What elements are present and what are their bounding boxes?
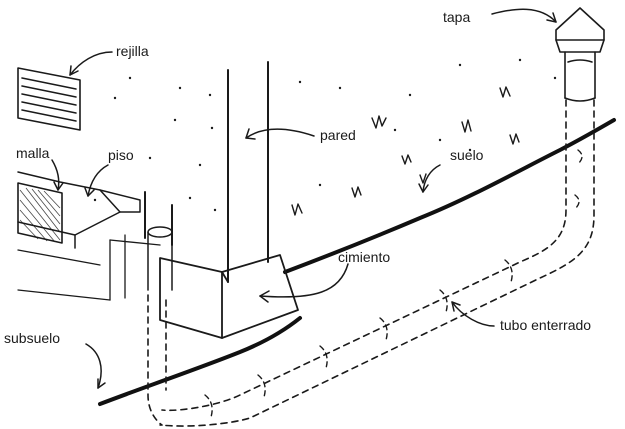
floor-slab: [17, 171, 141, 249]
arrow-rejilla: [69, 51, 113, 76]
label-tapa: tapa: [443, 9, 470, 25]
subsoil-ground-line: [98, 316, 302, 406]
arrow-piso: [87, 164, 109, 197]
grass-tuft: [419, 173, 427, 184]
arrow-tubo-enterrado: [451, 301, 495, 327]
arrow-suelo: [422, 164, 441, 193]
foundation: [159, 254, 299, 339]
buried-pipe: [147, 99, 595, 427]
label-piso: piso: [108, 147, 134, 163]
grass-tuft: [509, 133, 520, 145]
arrow-cimiento: [259, 263, 349, 298]
grass-tuft: [461, 119, 472, 133]
grass-tuft: [291, 203, 303, 216]
wall: [144, 61, 269, 283]
arrow-subsuelo: [85, 343, 102, 389]
grass-tuft: [401, 154, 412, 165]
mesh-block: [17, 182, 63, 244]
arrow-malla: [51, 159, 60, 191]
grass-tufts: [291, 86, 520, 216]
grass-tuft: [499, 86, 511, 98]
building-side: [17, 234, 161, 301]
label-suelo: suelo: [450, 147, 484, 163]
arrow-tapa: [491, 8, 557, 23]
vent-grille: [17, 67, 81, 131]
label-tubo-enterrado: tubo enterrado: [500, 317, 591, 333]
label-malla: malla: [16, 145, 50, 161]
arrows: [51, 8, 557, 389]
grass-tuft: [351, 186, 362, 198]
label-cimiento: cimiento: [338, 249, 390, 265]
cap-vent: [555, 7, 605, 102]
arrow-pared: [245, 128, 315, 139]
label-subsuelo: subsuelo: [4, 330, 60, 346]
grass-tuft: [371, 115, 387, 129]
label-pared: pared: [320, 127, 356, 143]
perspective-dots: [93, 58, 557, 212]
ground-surface-line: [283, 118, 616, 274]
label-rejilla: rejilla: [116, 43, 149, 59]
